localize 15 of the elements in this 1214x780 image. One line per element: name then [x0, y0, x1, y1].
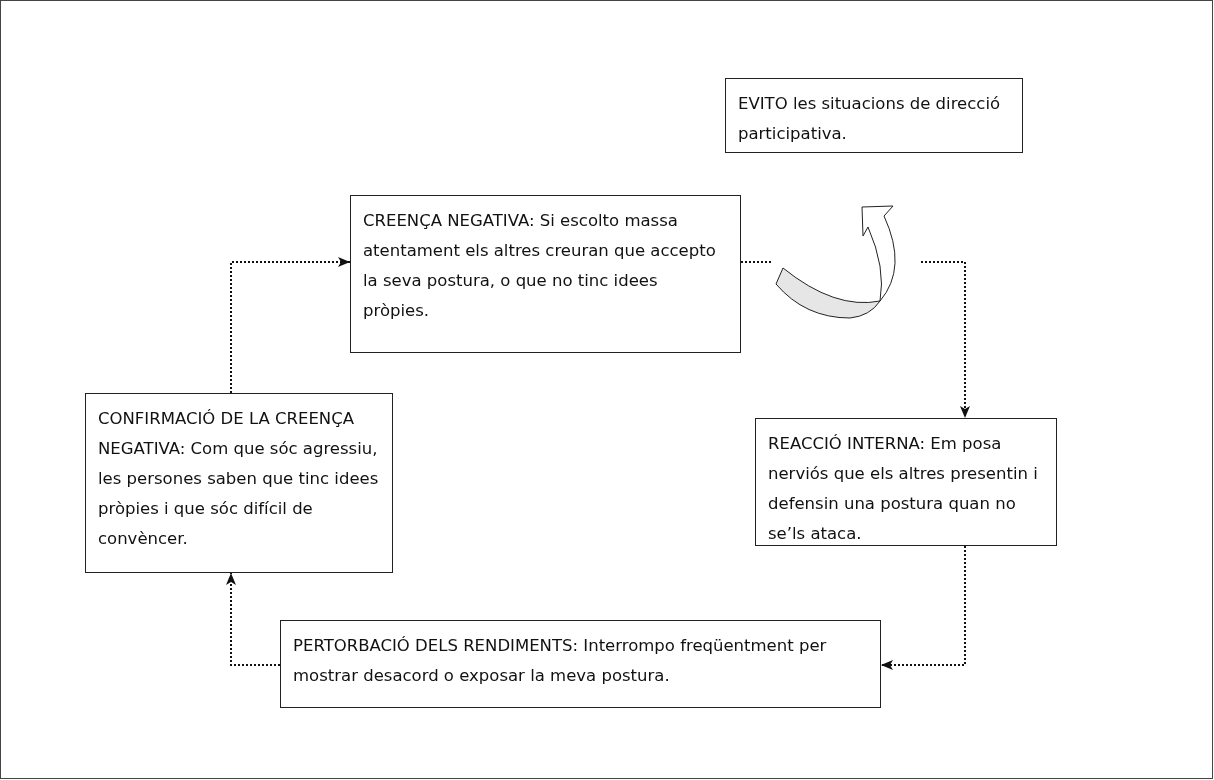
box-text: CONFIRMACIÓ DE LA CREENÇA NEGATIVA: Com que sóc agressiu, les persones saben que tinc idees pròpies i que sóc difícil de convèncer. [98, 408, 380, 550]
text-box [350, 195, 741, 353]
text-box [85, 393, 393, 573]
arrow [226, 572, 281, 666]
arrow [230, 257, 351, 394]
text-box [755, 418, 1057, 546]
text-box [725, 78, 1023, 153]
arrow [880, 545, 966, 670]
box-text: PERTORBACIÓ DELS RENDIMENTS: Interrompo freqüentment per mostrar desacord o exposar la meva postura. [293, 635, 828, 687]
box-text: CREENÇA NEGATIVA: Si escolto massa atentament els altres creuran que accepto la seva postura, o que no tinc idees pròpies. [363, 210, 717, 322]
curved-arrow [775, 205, 896, 319]
box-text: EVITO les situacions de direcció participativa. [738, 93, 1002, 145]
box-text: REACCIÓ INTERNA: Em posa nerviós que els altres presentin i defensin una postura quan no se’ls ataca. [768, 433, 1039, 545]
arrow [920, 261, 970, 419]
text-box [280, 620, 881, 708]
